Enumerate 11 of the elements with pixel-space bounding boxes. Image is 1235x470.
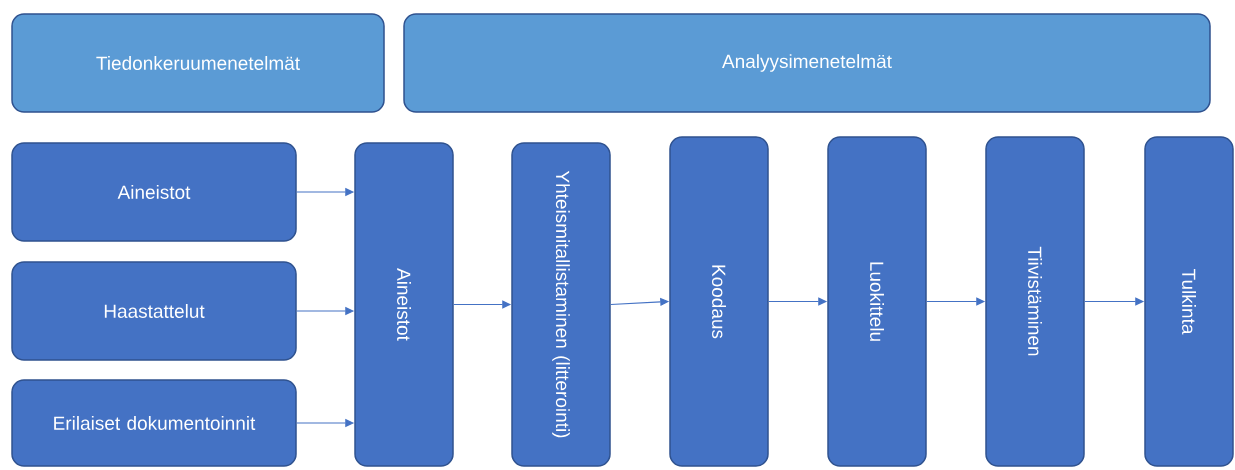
process-box: Aineistot xyxy=(11,142,297,242)
category-header: Analyysimenetelmät xyxy=(403,13,1211,113)
process-box: Tulkinta xyxy=(1144,136,1234,467)
process-box: Haastattelut xyxy=(11,261,297,361)
process-box: Erilaiset dokumentoinnit xyxy=(11,379,297,467)
process-box: Luokittelu xyxy=(827,136,927,467)
process-box: Koodaus xyxy=(669,136,769,467)
category-header: Tiedonkeruumenetelmät xyxy=(11,13,385,113)
process-box: Yhteismitallistaminen (litterointi) xyxy=(511,142,611,467)
process-box: Aineistot xyxy=(354,142,454,467)
process-box: Tiivistäminen xyxy=(985,136,1085,467)
